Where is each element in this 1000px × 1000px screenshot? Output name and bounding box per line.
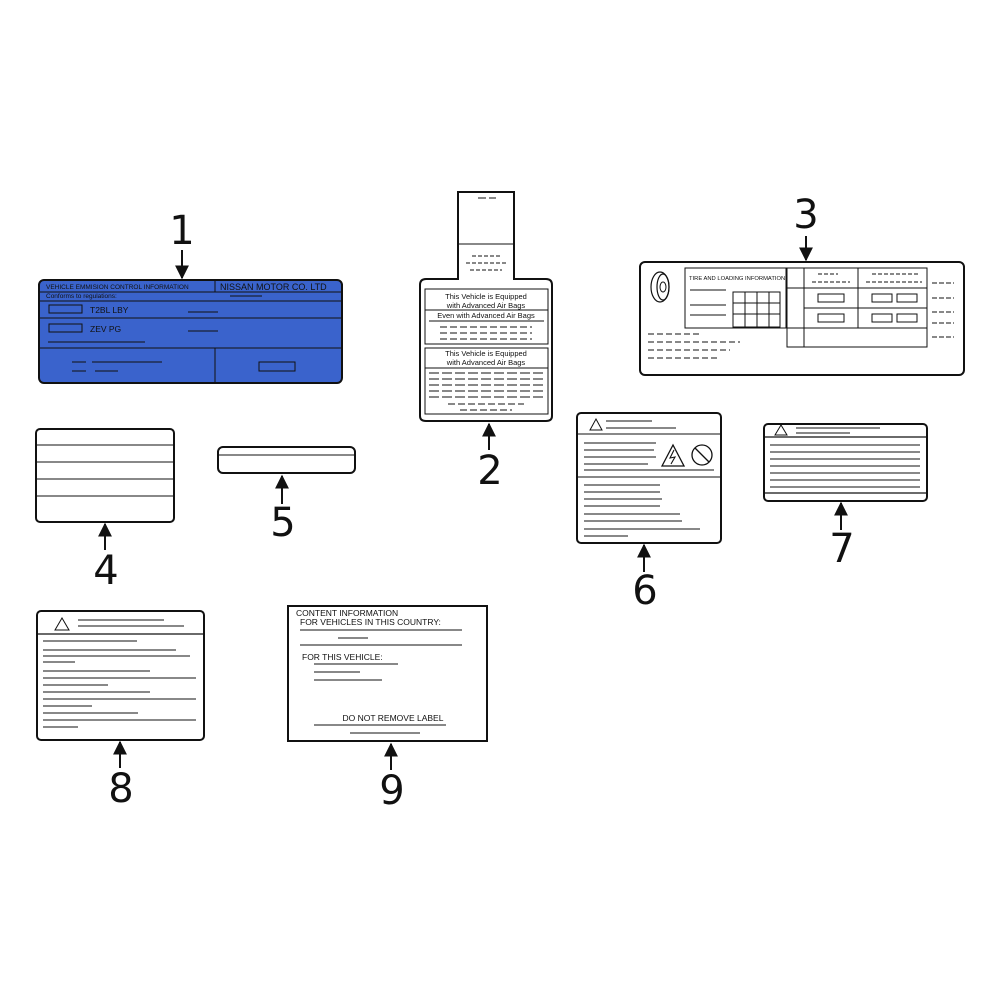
label-2-line5: with Advanced Air Bags bbox=[446, 358, 526, 367]
callout-8: 8 bbox=[108, 766, 133, 812]
label-8-warning[interactable] bbox=[36, 610, 205, 741]
label-9-line3: FOR THIS VEHICLE: bbox=[302, 652, 383, 662]
label-3-title: TIRE AND LOADING INFORMATION bbox=[689, 276, 785, 282]
warning-icon bbox=[54, 617, 70, 631]
label-7-body bbox=[763, 423, 928, 502]
label-9-body bbox=[287, 605, 488, 742]
label-6-warning[interactable] bbox=[576, 412, 722, 544]
label-1-row2: ZEV PG bbox=[90, 324, 121, 334]
callout-4: 4 bbox=[93, 548, 118, 594]
label-9-content-information[interactable]: CONTENT INFORMATION FOR VEHICLES IN THIS… bbox=[287, 605, 488, 742]
label-2-line1: This Vehicle is Equipped bbox=[445, 292, 527, 301]
tire-icon bbox=[650, 271, 670, 303]
label-7-warning[interactable] bbox=[763, 423, 928, 502]
callout-1: 1 bbox=[169, 208, 194, 254]
label-2-airbag[interactable]: This Vehicle is Equipped with Advanced A… bbox=[419, 191, 553, 422]
label-3-tire-loading[interactable]: TIRE AND LOADING INFORMATION bbox=[639, 261, 965, 376]
high-voltage-icon bbox=[660, 443, 686, 467]
label-6-body bbox=[576, 412, 722, 544]
callout-3: 3 bbox=[793, 192, 818, 238]
callout-9: 9 bbox=[379, 768, 404, 814]
label-1-emission-control[interactable]: VEHICLE EMMISION CONTROL INFORMATION NIS… bbox=[38, 279, 343, 384]
callout-2: 2 bbox=[477, 448, 502, 494]
label-9-line2: FOR VEHICLES IN THIS COUNTRY: bbox=[300, 617, 441, 627]
label-9-line4: DO NOT REMOVE LABEL bbox=[343, 713, 444, 723]
label-5[interactable] bbox=[217, 446, 356, 474]
label-5-body bbox=[217, 446, 356, 474]
callout-7: 7 bbox=[829, 526, 854, 572]
label-4-body bbox=[35, 428, 175, 523]
label-1-row1: T2BL LBY bbox=[90, 305, 129, 315]
label-1-maker: NISSAN MOTOR CO. LTD bbox=[220, 282, 327, 292]
label-4[interactable] bbox=[35, 428, 175, 523]
warning-icon bbox=[589, 417, 603, 431]
label-8-body bbox=[36, 610, 205, 741]
label-2-line4: This Vehicle is Equipped bbox=[445, 349, 527, 358]
label-1-header: VEHICLE EMMISION CONTROL INFORMATION bbox=[46, 284, 189, 291]
prohibited-icon bbox=[691, 444, 713, 466]
label-2-body bbox=[419, 191, 553, 422]
warning-icon bbox=[774, 424, 788, 436]
callout-6: 6 bbox=[632, 568, 657, 614]
label-2-line3: Even with Advanced Air Bags bbox=[437, 311, 535, 320]
label-9-line1: CONTENT INFORMATION bbox=[296, 608, 398, 618]
label-1-sub: Conforms to regulations: bbox=[46, 293, 117, 300]
label-2-line2: with Advanced Air Bags bbox=[446, 301, 526, 310]
callout-5: 5 bbox=[270, 500, 295, 546]
